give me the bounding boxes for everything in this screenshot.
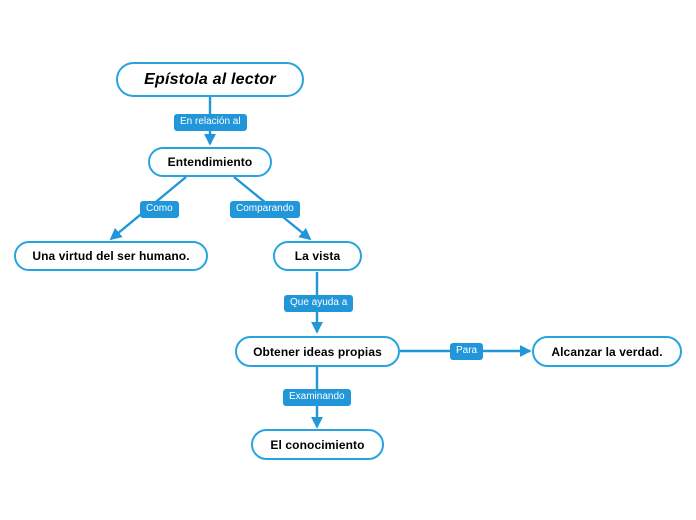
edge-label-que-ayuda-a-text: Que ayuda a (290, 297, 348, 308)
node-root[interactable]: Epístola al lector (116, 62, 304, 97)
edge-label-para[interactable]: Para (450, 343, 484, 360)
node-virtud-ser-humano[interactable]: Una virtud del ser humano. (14, 241, 208, 271)
node-virtud-ser-humano-label: Una virtud del ser humano. (32, 249, 190, 263)
node-alcanzar-la-verdad-label: Alcanzar la verdad. (551, 344, 663, 359)
node-el-conocimiento[interactable]: El conocimiento (251, 429, 384, 460)
edge-label-en-relacion-al-text: En relación al (180, 116, 241, 127)
edge-label-examinando-text: Examinando (289, 391, 345, 402)
edge-label-que-ayuda-a[interactable]: Que ayuda a (284, 295, 354, 312)
edge-label-como[interactable]: Como (140, 201, 179, 218)
node-alcanzar-la-verdad[interactable]: Alcanzar la verdad. (532, 336, 682, 367)
edge-label-examinando[interactable]: Examinando (283, 389, 351, 406)
edge-label-comparando-text: Comparando (236, 203, 294, 214)
node-obtener-ideas-propias[interactable]: Obtener ideas propias (235, 336, 400, 367)
node-la-vista-label: La vista (294, 249, 341, 263)
node-el-conocimiento-label: El conocimiento (270, 437, 365, 452)
edge-label-como-text: Como (146, 203, 173, 214)
node-obtener-ideas-propias-label: Obtener ideas propias (253, 344, 382, 359)
node-la-vista[interactable]: La vista (273, 241, 362, 271)
edge-label-comparando[interactable]: Comparando (230, 201, 300, 218)
node-entendimiento[interactable]: Entendimiento (148, 147, 272, 177)
node-entendimiento-label: Entendimiento (167, 155, 253, 169)
edge-label-para-text: Para (456, 345, 478, 356)
node-root-label: Epístola al lector (144, 70, 276, 88)
edge-label-en-relacion-al[interactable]: En relación al (174, 114, 247, 131)
